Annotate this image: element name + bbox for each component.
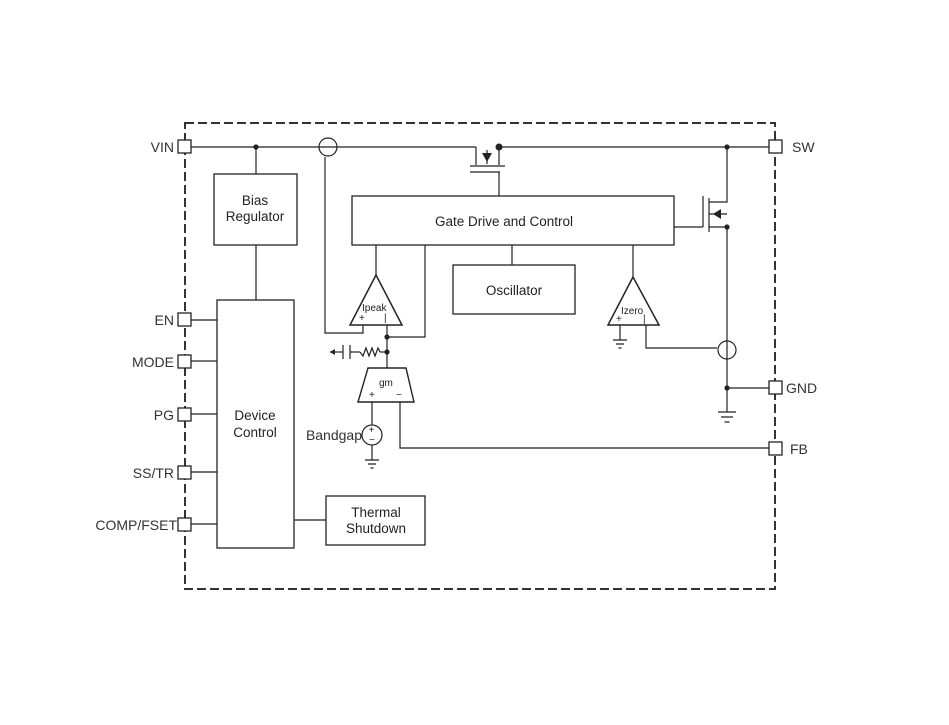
pin-ss-tr: SS/TR [133,465,192,481]
oscillator-block: Oscillator [452,264,576,315]
high-side-mosfet-icon [470,147,505,196]
pin-gnd-label: GND [786,380,817,396]
pin-ss-tr-label: SS/TR [133,465,174,481]
pin-en-label: EN [155,312,174,328]
low-side-mosfet-icon [702,196,728,232]
ground-icon-gnd [718,411,736,423]
gm-plus-label: + [369,390,375,401]
bandgap-minus: − [369,435,375,446]
capacitor-icon [330,345,351,359]
ipeak-bar-label: | [384,313,387,324]
pin-mode-label: MODE [132,354,174,370]
pin-vin-label: VIN [151,139,174,155]
device-control-label-2: Control [233,425,277,440]
pin-vin: VIN [151,139,192,155]
pin-comp-fset: COMP/FSET [95,517,192,533]
gate-drive-block: Gate Drive and Control [351,195,675,246]
gm-amplifier: gm + − [357,367,415,403]
pin-fb-label: FB [790,441,808,457]
thermal-shutdown-label-1: Thermal [351,505,401,520]
ipeak-plus-label: + [359,313,365,324]
resistor-icon [359,346,381,358]
pin-pg: PG [154,407,192,423]
bandgap-label: Bandgap [306,427,362,443]
gm-minus-label: − [396,390,402,401]
bandgap-source-icon: + − Bandgap [306,424,383,446]
pin-pg-label: PG [154,407,174,423]
thermal-shutdown-label-2: Shutdown [346,521,406,536]
device-control-block: Device Control [216,299,295,549]
pin-fb: FB [768,441,808,457]
bandgap-plus: + [369,425,375,436]
oscillator-label: Oscillator [486,283,543,298]
izero-comparator: Izero + | [606,275,661,326]
pin-sw-label: SW [792,139,815,155]
device-control-label-1: Device [234,408,275,423]
pin-mode: MODE [132,354,192,370]
thermal-shutdown-block: Thermal Shutdown [325,495,426,546]
pin-sw: SW [768,139,815,155]
bias-regulator-block: Bias Regulator [213,173,298,246]
bias-regulator-label-1: Bias [242,193,269,208]
bias-regulator-label-2: Regulator [226,209,285,224]
izero-label: Izero [621,306,644,317]
izero-bar-label: | [643,314,646,325]
pin-en: EN [155,312,192,328]
ipeak-label: Ipeak [362,303,387,314]
gm-label: gm [379,378,393,389]
ground-icon-izero [613,339,627,349]
gate-drive-label: Gate Drive and Control [435,214,573,229]
pin-gnd: GND [768,380,817,396]
izero-plus-label: + [616,314,622,325]
ipeak-comparator: Ipeak + | [348,273,404,326]
pin-comp-fset-label: COMP/FSET [95,517,177,533]
ground-icon-bandgap [365,459,379,469]
